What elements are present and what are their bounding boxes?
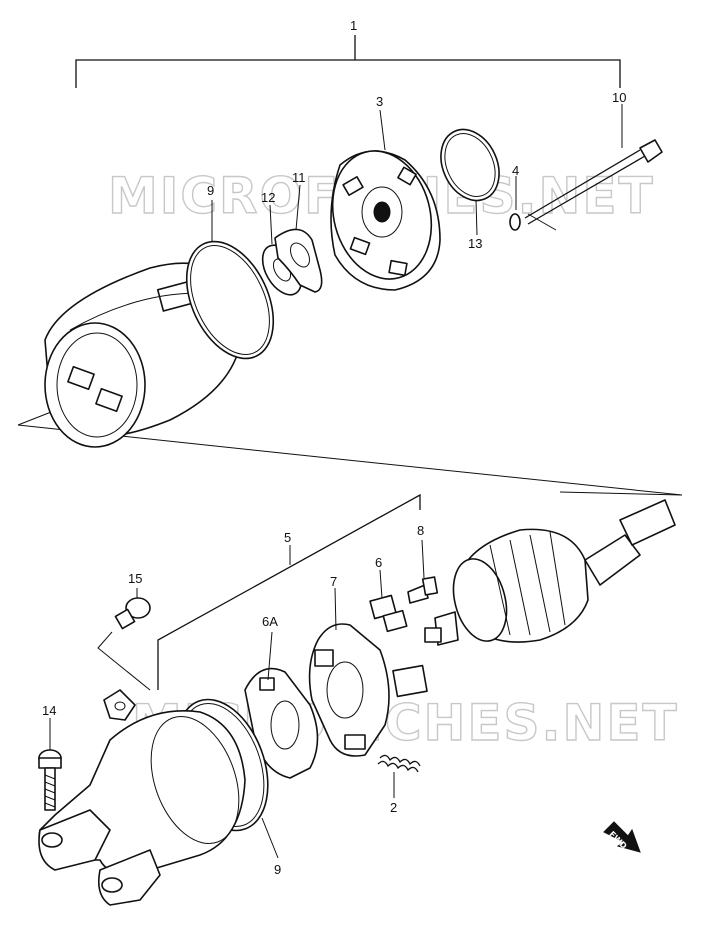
assembly-bracket-1 [75, 35, 621, 88]
drive-end-housing[interactable] [38, 689, 255, 906]
screw-15[interactable] [97, 597, 151, 691]
bolt-8[interactable] [407, 576, 439, 604]
callout-3: 3 [376, 94, 383, 109]
callout-11: 11 [292, 170, 306, 185]
callout-1: 1 [350, 18, 357, 33]
o-ring-13[interactable] [430, 120, 510, 210]
brush-plate-11[interactable] [274, 228, 323, 293]
callout-9-bottom: 9 [274, 862, 281, 877]
end-cover-3[interactable] [319, 140, 445, 291]
assembly-bracket-5 [157, 493, 421, 690]
fwd-direction-arrow-icon: FWD [603, 821, 641, 853]
o-ring-9-top[interactable] [169, 228, 290, 373]
washer-4[interactable] [509, 213, 521, 231]
spring-2[interactable] [377, 754, 421, 773]
callout-6: 6 [375, 555, 382, 570]
brush-holder-7[interactable] [308, 623, 428, 757]
callout-5: 5 [284, 530, 291, 545]
callout-10: 10 [612, 90, 626, 105]
callout-14: 14 [42, 703, 56, 718]
callout-12: 12 [261, 190, 275, 205]
callout-13: 13 [468, 236, 482, 251]
callout-7: 7 [330, 574, 337, 589]
callout-9-top: 9 [207, 183, 214, 198]
leader-lines [49, 104, 623, 859]
through-bolt-10[interactable] [524, 139, 663, 231]
brush-6[interactable] [369, 594, 408, 633]
callout-4: 4 [512, 163, 519, 178]
callout-6a: 6A [262, 614, 278, 629]
brush-plate-6a[interactable] [244, 667, 319, 779]
callout-15: 15 [128, 571, 142, 586]
callout-8: 8 [417, 523, 424, 538]
callout-2: 2 [390, 800, 397, 815]
armature[interactable] [424, 499, 676, 647]
bolt-14[interactable] [38, 749, 62, 811]
